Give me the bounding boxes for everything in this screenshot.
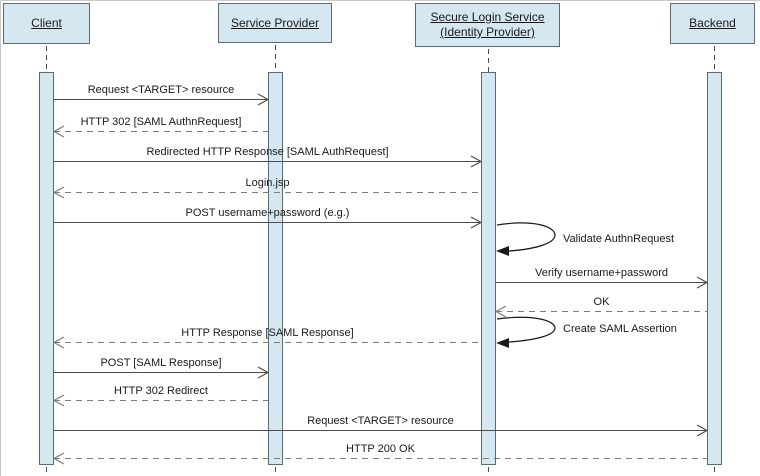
message-line — [496, 311, 707, 312]
message-line — [54, 161, 481, 162]
arrowhead-right-icon — [696, 424, 708, 437]
message-line — [54, 192, 481, 193]
lifeline-stub-client — [46, 467, 47, 476]
actor-box-service-provider: Service Provider — [218, 3, 332, 43]
message-line — [54, 372, 268, 373]
message-request-target-resource-2: Request <TARGET> resource — [54, 414, 708, 437]
activation-backend — [707, 72, 722, 465]
actor-box-secure-login-service: Secure Login Service (Identity Provider) — [415, 3, 560, 47]
message-label: Redirected HTTP Response [SAML AuthReque… — [146, 146, 389, 158]
self-message-label-validate-authnrequest: Validate AuthnRequest — [563, 233, 675, 245]
actor-label-secure-login-service: Secure Login Service — [430, 10, 545, 24]
lifeline-backend — [714, 46, 715, 72]
message-post-saml-response: POST [SAML Response] — [54, 356, 269, 379]
message-verify-username-password: Verify username+password — [496, 266, 708, 289]
message-http-response-saml-response: HTTP Response [SAML Response] — [53, 326, 481, 349]
activation-client — [39, 72, 54, 465]
arrowhead-left-icon — [495, 305, 507, 318]
message-line — [54, 342, 481, 343]
message-http-302-redirect: HTTP 302 Redirect — [53, 384, 268, 407]
message-label: Request <TARGET> resource — [307, 415, 454, 427]
arrowhead-left-icon — [53, 452, 65, 465]
self-message-validate-authnrequest-loop-icon — [496, 222, 556, 256]
arrowhead-right-icon — [470, 216, 482, 229]
message-line — [54, 430, 707, 431]
message-label: Verify username+password — [535, 267, 668, 279]
arrowhead-right-icon — [257, 93, 269, 106]
message-post-username-password: POST username+password (e.g.) — [54, 206, 482, 229]
self-message-create-saml-assertion-loop-icon — [496, 316, 556, 348]
arrowhead-left-icon — [53, 125, 65, 138]
lifeline-stub-service-provider — [275, 467, 276, 476]
message-label: HTTP Response [SAML Response] — [181, 327, 354, 339]
self-message-label-create-saml-assertion: Create SAML Assertion — [563, 323, 677, 335]
message-line — [54, 99, 268, 100]
activation-service-provider — [268, 72, 283, 465]
arrowhead-right-icon — [257, 366, 269, 379]
arrowhead-left-icon — [53, 394, 65, 407]
message-http-200-ok: HTTP 200 OK — [53, 442, 707, 465]
arrowhead-left-icon — [53, 186, 65, 199]
message-line — [54, 222, 481, 223]
message-line — [54, 400, 268, 401]
message-label: HTTP 302 [SAML AuthnRequest] — [80, 116, 242, 128]
arrowhead-left-icon — [53, 336, 65, 349]
message-line — [54, 458, 707, 459]
activation-secure-login-service — [481, 72, 496, 465]
lifeline-secure-login-service — [488, 49, 489, 72]
message-login-jsp: Login.jsp — [53, 176, 481, 199]
message-request-target-resource-1: Request <TARGET> resource — [54, 83, 269, 106]
message-label: HTTP 302 Redirect — [114, 385, 208, 397]
message-http-302-saml-authnrequest: HTTP 302 [SAML AuthnRequest] — [53, 115, 268, 138]
message-label: OK — [593, 296, 610, 308]
message-line — [496, 282, 707, 283]
lifeline-stub-secure-login-service — [488, 467, 489, 476]
message-label: Request <TARGET> resource — [87, 84, 235, 96]
message-line — [54, 131, 268, 132]
lifeline-service-provider — [275, 45, 276, 72]
message-label: HTTP 200 OK — [346, 443, 415, 455]
actor-label-client: Client — [31, 16, 62, 30]
actor-label-backend: Backend — [689, 16, 736, 30]
message-ok: OK — [495, 295, 707, 318]
actor-box-backend: Backend — [670, 3, 755, 44]
lifeline-stub-backend — [714, 467, 715, 476]
message-label: POST username+password (e.g.) — [185, 207, 350, 219]
lifeline-client — [46, 46, 47, 72]
actor-sublabel-identity-provider: (Identity Provider) — [440, 25, 535, 39]
message-redirected-http-response: Redirected HTTP Response [SAML AuthReque… — [54, 145, 482, 168]
arrowhead-right-icon — [696, 276, 708, 289]
message-label: Login.jsp — [245, 177, 290, 189]
arrowhead-right-icon — [470, 155, 482, 168]
message-label: POST [SAML Response] — [100, 357, 222, 369]
actor-label-service-provider: Service Provider — [230, 15, 320, 30]
actor-box-client: Client — [3, 3, 90, 44]
